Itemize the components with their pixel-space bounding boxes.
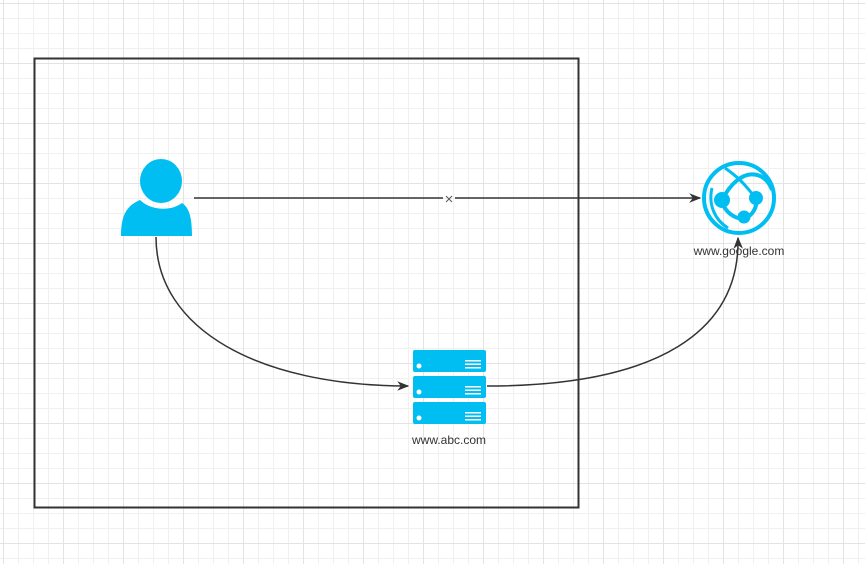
- globe-icon[interactable]: [702, 161, 776, 235]
- network-boundary-box[interactable]: [33, 57, 580, 509]
- edge-user-to-server[interactable]: [155, 236, 410, 391]
- edge-server-to-web[interactable]: [486, 236, 744, 387]
- blocked-x-icon: [445, 195, 453, 203]
- server-label: www.abc.com: [411, 433, 487, 447]
- web-label: www.google.com: [693, 244, 785, 258]
- edge-user-to-web[interactable]: [194, 193, 702, 203]
- server-icon[interactable]: [413, 350, 486, 424]
- user-icon[interactable]: [121, 159, 192, 236]
